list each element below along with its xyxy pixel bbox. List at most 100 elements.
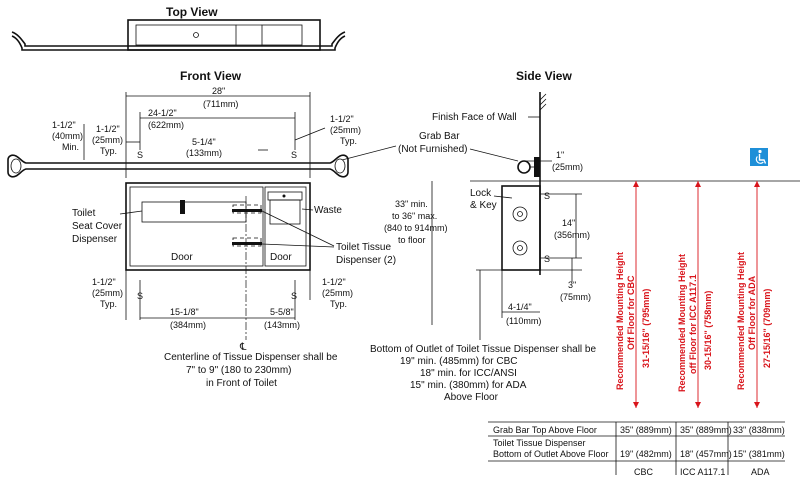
label-waste: Waste (314, 205, 342, 216)
top-key-lock (193, 32, 199, 38)
leader (261, 243, 335, 248)
table-cell: 33" (838mm) (733, 425, 785, 435)
dim-left-typ: 1-1/2" (96, 124, 120, 134)
seat-cover-handle (180, 200, 185, 214)
arrow (695, 181, 701, 187)
front-view: Front View 28" (711mm) 24-1/2" (622mm) 1… (7, 69, 396, 389)
screw-mark: S (544, 191, 550, 201)
table-col-header: ADA (751, 467, 770, 477)
table-cell: 19" (482mm) (620, 449, 672, 459)
height-icc-2: off Floor for ICC A117.1 (688, 274, 698, 374)
dim-3: 3" (568, 280, 576, 290)
dim-28: 28" (212, 86, 225, 96)
note-outlet: 19" min. (485mm) for CBC (400, 356, 517, 367)
dim-left-min: 1-1/2" (52, 120, 76, 130)
wheelchair-icon (750, 148, 768, 166)
dim-55-mm: (143mm) (264, 320, 300, 330)
grab-bar-section (517, 160, 531, 174)
note-centerline: 7" to 9" (180 to 230mm) (186, 365, 291, 376)
top-unit-left-compartment (135, 24, 237, 46)
dim-14-mm: (356mm) (554, 230, 590, 240)
height-cbc-1: Recommended Mounting Height (615, 252, 625, 390)
tissue-spindle (232, 209, 262, 212)
grab-bar-flange-side (534, 157, 540, 177)
dim-right-typ: 1-1/2" (330, 114, 354, 124)
table-cell: 18" (457mm) (680, 449, 732, 459)
note-outlet: Bottom of Outlet of Toilet Tissue Dispen… (370, 344, 596, 355)
screw-mark: S (291, 291, 297, 301)
arrow (754, 181, 760, 187)
top-grab-bar (11, 31, 346, 47)
label-lock-key: & Key (470, 200, 497, 211)
dim-bl: 1-1/2" (92, 277, 116, 287)
leader (301, 208, 314, 211)
centerline-mark: ℄ (239, 342, 247, 353)
heights-table: Grab Bar Top Above Floor Toilet Tissue D… (488, 421, 785, 477)
dim-bl-typ: Typ. (100, 299, 117, 309)
label-toilet-seat: Toilet (72, 208, 96, 219)
leader (493, 195, 513, 199)
height-cbc-3: 31-15/16" (795mm) (641, 289, 651, 368)
dim-br-typ: Typ. (330, 299, 347, 309)
dim-1in: 1" (556, 150, 564, 160)
note-centerline: in Front of Toilet (206, 378, 277, 389)
tissue-spindle (232, 242, 262, 245)
dim-15e: 15-1/8" (170, 307, 199, 317)
height-ada-2: Off Floor for ADA (747, 275, 757, 350)
top-view: Top View (11, 5, 346, 51)
dim-br: 1-1/2" (322, 277, 346, 287)
side-view-title: Side View (516, 69, 572, 83)
waste-lock (282, 194, 286, 198)
arrow (754, 402, 760, 408)
leader (294, 127, 326, 141)
dim-bl-mm: (25mm) (92, 288, 123, 298)
height-ada-1: Recommended Mounting Height (736, 252, 746, 390)
arrow (633, 402, 639, 408)
dim-1in-mm: (25mm) (552, 162, 583, 172)
dim-right-typ-word: Typ. (340, 136, 357, 146)
dim-24-mm: (622mm) (148, 120, 184, 130)
height-ada-3: 27-15/16" (709mm) (762, 289, 772, 368)
label-tissue: Toilet Tissue (336, 242, 391, 253)
label-grab-bar: (Not Furnished) (398, 144, 467, 155)
leader (119, 210, 143, 215)
front-view-title: Front View (180, 69, 242, 83)
screw-mark: S (291, 150, 297, 160)
dim-33: (840 to 914mm) (384, 223, 448, 233)
top-unit-right-compartment (261, 24, 303, 46)
label-finish-face: Finish Face of Wall (432, 112, 517, 123)
table-row-label: Grab Bar Top Above Floor (493, 425, 597, 435)
dim-4: 4-1/4" (508, 302, 532, 312)
note-outlet: Above Floor (444, 392, 499, 403)
dim-5q-mm: (133mm) (186, 148, 222, 158)
top-view-title: Top View (166, 5, 218, 19)
leader (341, 145, 397, 161)
table-row-label: Toilet Tissue Dispenser (493, 438, 586, 448)
dim-left-min-word: Min. (62, 142, 79, 152)
leader (261, 210, 335, 247)
dim-28-mm: (711mm) (203, 99, 238, 109)
dim-24: 24-1/2" (148, 108, 177, 118)
leader (469, 148, 519, 162)
table-row-label: Bottom of Outlet Above Floor (493, 449, 609, 459)
top-grab-bar-inner (11, 35, 346, 51)
tissue-roll-side (512, 240, 528, 256)
table-cell: 15" (381mm) (733, 449, 785, 459)
dim-right-typ-mm: (25mm) (330, 125, 361, 135)
tissue-core-side (517, 245, 523, 251)
grab-bar-flange (10, 158, 22, 174)
dim-55: 5-5/8" (270, 307, 294, 317)
dim-33: 33" min. (395, 199, 428, 209)
note-outlet: 18" min. for ICC/ANSI (420, 368, 517, 379)
screw-mark: S (544, 254, 550, 264)
height-icc-3: 30-15/16" (758mm) (703, 291, 713, 370)
dim-33: to 36" max. (392, 211, 437, 221)
table-col-header: CBC (634, 467, 654, 477)
grab-bar-flange (334, 158, 346, 174)
waste-opening (269, 199, 301, 225)
table-cell: 35" (889mm) (680, 425, 732, 435)
front-left-panel (129, 186, 264, 267)
label-grab-bar: Grab Bar (419, 131, 460, 142)
label-door-left: Door (171, 252, 193, 263)
